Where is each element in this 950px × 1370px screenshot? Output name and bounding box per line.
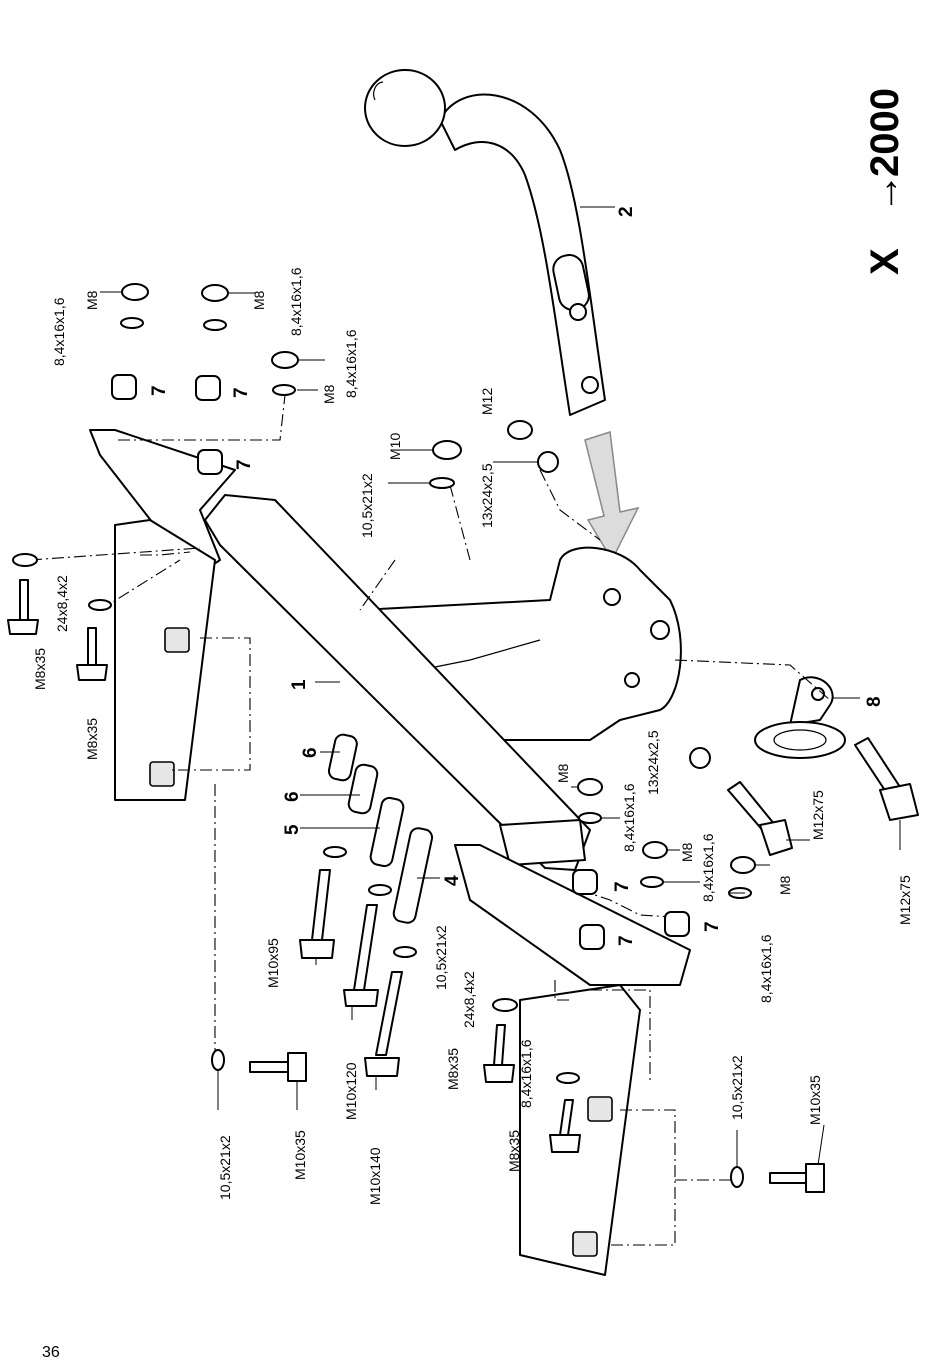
label-nut-m8-r1: M8	[679, 842, 695, 862]
label-bolt-m8x35-b: M8x35	[84, 718, 100, 760]
label-bolt-m8x35-c: M8x35	[445, 1048, 461, 1090]
part-number-2: 2	[616, 206, 637, 217]
label-nut-m12: M12	[479, 388, 495, 415]
label-washer-24-left: 24x8,4x2	[54, 575, 70, 632]
label-washer-13-top: 13x24x2,5	[479, 463, 495, 528]
part-number-7d: 7	[612, 881, 633, 892]
label-washer-8-r1: 8,4x16x1,6	[700, 833, 716, 902]
label-washer-13-right: 13x24x2,5	[645, 730, 661, 795]
part-number-6b: 6	[282, 791, 303, 802]
title-prefix: X	[863, 248, 907, 275]
label-bolt-m10x120: M10x120	[343, 1062, 359, 1120]
model-year-title: X → 2000	[863, 88, 907, 275]
label-bolt-m12x75-b: M12x75	[897, 875, 913, 925]
page-number: 36	[42, 1344, 60, 1361]
label-washer-10-top: 10,5x21x2	[359, 473, 375, 538]
label-washer-24-bottom: 24x8,4x2	[461, 971, 477, 1028]
part-number-7e: 7	[616, 935, 637, 946]
label-bolt-m8x35-d: M8x35	[506, 1130, 522, 1172]
label-washer-10-bl: 10,5x21x2	[217, 1135, 233, 1200]
part-number-7a: 7	[149, 385, 170, 396]
label-washer-top-right: 8,4x16x1,6	[343, 329, 359, 398]
label-washer-10-br: 10,5x21x2	[729, 1055, 745, 1120]
label-bolt-m12x75-a: M12x75	[810, 790, 826, 840]
label-nut-top-left: M8	[84, 290, 100, 310]
socket-bracket	[755, 677, 845, 758]
part-number-1: 1	[289, 679, 310, 690]
part-number-7c: 7	[234, 459, 255, 470]
part-number-5: 5	[282, 824, 303, 835]
lower-side-plate	[455, 845, 690, 1275]
label-bolt-m10x35-br: M10x35	[807, 1075, 823, 1125]
upper-side-plate	[90, 430, 235, 800]
part-number-4: 4	[442, 875, 463, 886]
label-nut-m8-mid: M8	[555, 763, 571, 783]
label-washer-8-mid: 8,4x16x1,6	[621, 783, 637, 852]
label-nut-top-right: M8	[321, 384, 337, 404]
label-bolt-m10x35-bl: M10x35	[292, 1130, 308, 1180]
label-nut-top-mid: M8	[251, 290, 267, 310]
label-washer-top-left: 8,4x16x1,6	[51, 297, 67, 366]
tow-ball-arm	[365, 70, 605, 415]
part-number-7b: 7	[231, 387, 252, 398]
part-number-7f: 7	[702, 921, 723, 932]
label-washer-10-mid: 10,5x21x2	[433, 925, 449, 990]
title-arrow: →	[863, 173, 907, 213]
title-year: 2000	[863, 88, 907, 177]
label-nut-m8-r2: M8	[777, 875, 793, 895]
assembly-direction-arrow	[585, 432, 638, 560]
part-number-8: 8	[864, 696, 885, 707]
label-washer-top-mid: 8,4x16x1,6	[288, 267, 304, 336]
label-washer-8-bottom: 8,4x16x1,6	[518, 1039, 534, 1108]
label-bolt-m10x140: M10x140	[367, 1147, 383, 1205]
label-nut-m10: M10	[387, 433, 403, 460]
label-bolt-m8x35-a: M8x35	[32, 648, 48, 690]
part-number-6a: 6	[300, 747, 321, 758]
label-bolt-m10x95: M10x95	[265, 938, 281, 988]
label-washer-8-r2: 8,4x16x1,6	[758, 934, 774, 1003]
